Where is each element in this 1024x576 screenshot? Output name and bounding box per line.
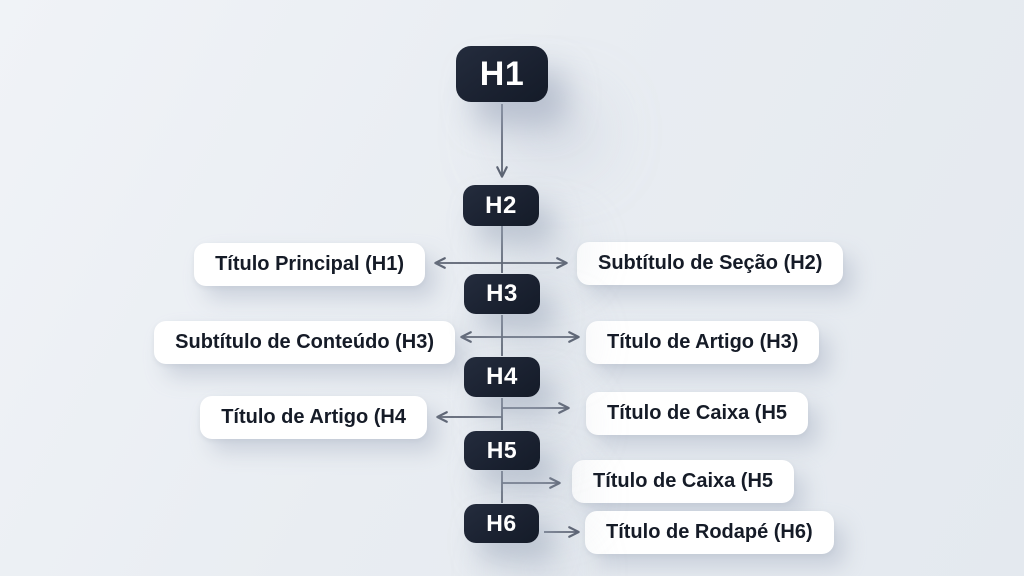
node-h1: H1	[456, 46, 548, 102]
label-titulo-principal-h1: Título Principal (H1)	[194, 243, 425, 286]
label-titulo-de-caixa-h5-upper: Título de Caixa (H5	[586, 392, 809, 435]
label-titulo-de-artigo-h4: Título de Artigo (H4	[200, 396, 427, 439]
label-titulo-de-artigo-h3: Título de Artigo (H3)	[586, 321, 820, 364]
label-titulo-de-caixa-h5-lower: Título de Caixa (H5	[572, 460, 795, 503]
node-h2: H2	[463, 185, 539, 226]
label-subtitulo-de-conteudo-h3: Subtítulo de Conteúdo (H3)	[154, 321, 455, 364]
node-h5: H5	[464, 431, 540, 470]
node-h3: H3	[464, 274, 540, 314]
node-h4: H4	[464, 357, 540, 397]
label-titulo-de-rodape-h6: Título de Rodapé (H6)	[585, 511, 834, 554]
node-h6: H6	[464, 504, 539, 543]
label-subtitulo-de-secao-h2: Subtítulo de Seção (H2)	[577, 242, 844, 285]
